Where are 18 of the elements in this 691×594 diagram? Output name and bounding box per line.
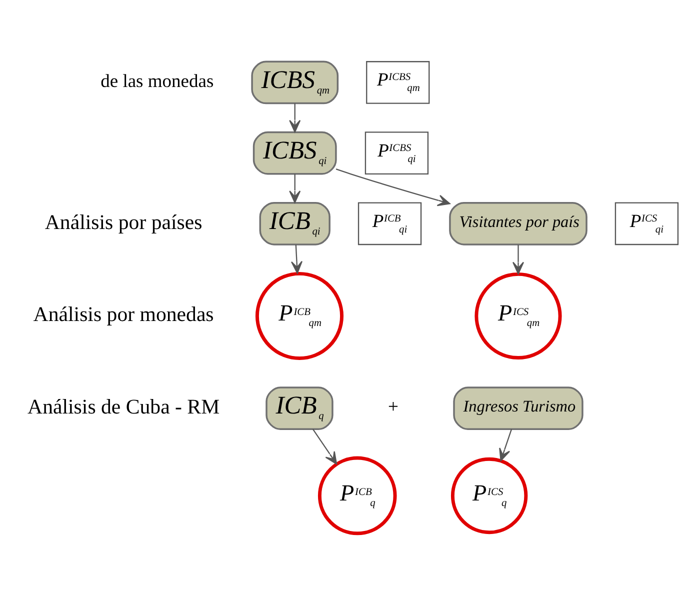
node-box: ICBS$_{qm}$ (251, 60, 339, 104)
arrow (512, 244, 524, 274)
arrow (290, 244, 303, 274)
node-box: ICB$_{q}$ (266, 386, 334, 430)
node-box: Visitantes por país (449, 201, 588, 245)
label: Análisis de Cuba - RM (28, 394, 220, 418)
arrow (312, 428, 338, 464)
label: Análisis por países (44, 209, 202, 234)
arrow (289, 102, 301, 132)
node-box: ICB$_{qi}$ (259, 201, 330, 245)
arrow (289, 173, 301, 203)
label: + (388, 397, 398, 418)
label: Análisis por monedas (33, 302, 214, 326)
label: de las monedas (100, 71, 214, 92)
node-box: Ingresos Turismo (453, 386, 584, 430)
arrow (336, 168, 450, 206)
node-box: ICBS$_{qi}$ (252, 130, 337, 174)
arrow (499, 428, 512, 461)
